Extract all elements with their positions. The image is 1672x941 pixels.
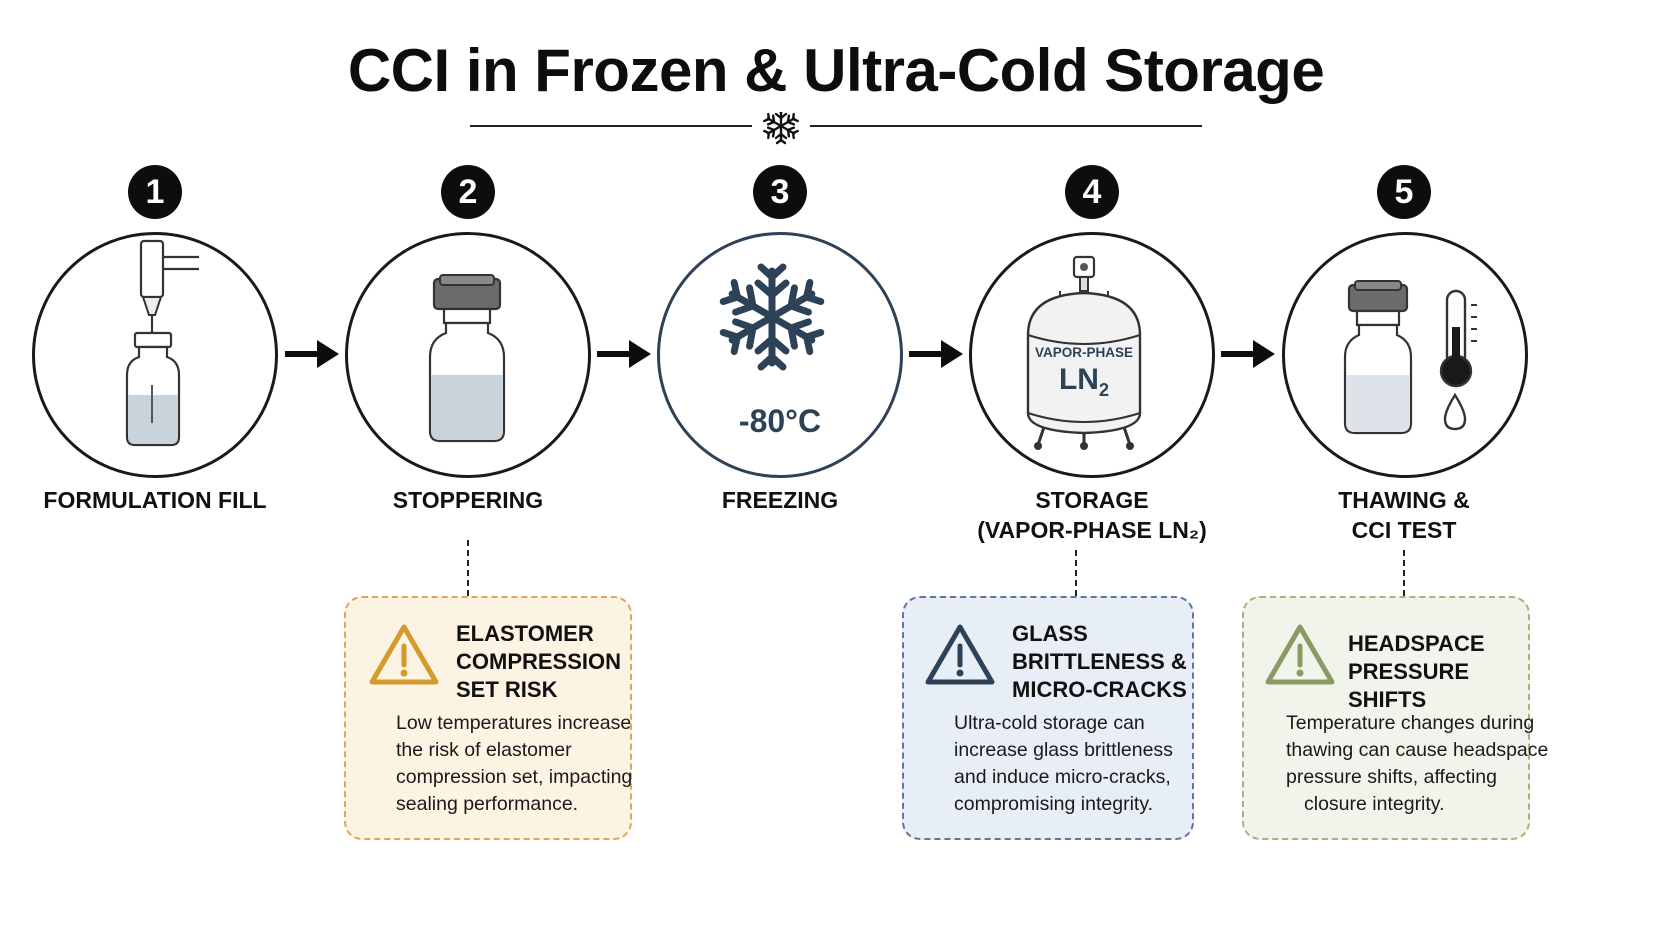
tank-symbol: LN2 — [1058, 363, 1109, 400]
step-number-1: 1 — [128, 165, 182, 219]
step-circle-formulation-fill — [32, 232, 278, 478]
warning-icon — [1265, 624, 1335, 685]
step-circle-stoppering — [345, 232, 591, 478]
vial-filling-icon — [125, 239, 199, 447]
step-circle-thawing — [1282, 232, 1528, 478]
title-divider — [470, 112, 1202, 145]
risk-card-headspace: HEADSPACE PRESSURE SHIFTS Temperature ch… — [1242, 596, 1548, 840]
connector-line — [467, 540, 469, 596]
warning-icon — [925, 624, 995, 685]
risk-description: Temperature changes during thawing can c… — [1286, 712, 1549, 815]
step-label-1: FORMULATION FILL — [43, 487, 267, 513]
page-title: CCI in Frozen & Ultra-Cold Storage — [347, 37, 1325, 104]
step-number-5: 5 — [1377, 165, 1431, 219]
vial-thermometer-icon — [1343, 280, 1477, 435]
droplet-icon — [1443, 392, 1467, 431]
connector-line — [1403, 550, 1405, 596]
arrow-icon — [909, 340, 963, 368]
step-label-3: FREEZING — [721, 487, 839, 513]
risk-card-elastomer: ELASTOMER COMPRESSION SET RISK Low tempe… — [344, 596, 632, 840]
risk-title: HEADSPACE PRESSURE SHIFTS — [1348, 631, 1485, 712]
arrow-icon — [285, 340, 339, 368]
risk-description: Ultra-cold storage can increase glass br… — [954, 712, 1173, 815]
ln2-dewar-icon — [1026, 255, 1142, 450]
step-label-2: STOPPERING — [392, 487, 544, 513]
risk-card-glass: GLASS BRITTLENESS & MICRO-CRACKS Ultra-c… — [902, 596, 1194, 840]
connector-line — [1075, 550, 1077, 596]
step-label-4: STORAGE (VAPOR-PHASE LN₂) — [977, 487, 1207, 543]
warning-icon — [369, 624, 439, 685]
risk-title: GLASS BRITTLENESS & MICRO-CRACKS — [1012, 621, 1187, 702]
snowflake-icon — [660, 263, 900, 385]
stoppered-vial-icon — [428, 274, 506, 443]
thermometer-icon — [1439, 289, 1477, 388]
step-circle-storage: VAPOR-PHASE LN2 — [969, 232, 1215, 478]
arrow-icon — [597, 340, 651, 368]
snowflake-divider-icon — [762, 112, 800, 145]
step-circle-freezing: -80°C — [657, 232, 903, 478]
risk-description: Low temperatures increase the risk of el… — [396, 712, 633, 815]
step-number-4: 4 — [1065, 165, 1119, 219]
arrow-icon — [1221, 340, 1275, 368]
tank-label: VAPOR-PHASE — [1034, 345, 1133, 360]
freezing-temperature: -80°C — [738, 403, 822, 439]
risk-title: ELASTOMER COMPRESSION SET RISK — [456, 621, 622, 702]
step-label-5: THAWING & CCI TEST — [1338, 487, 1470, 543]
step-number-2: 2 — [441, 165, 495, 219]
step-number-3: 3 — [753, 165, 807, 219]
